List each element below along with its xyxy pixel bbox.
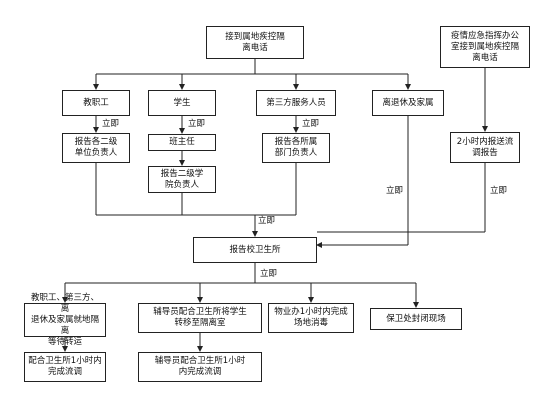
node-emergency-office: 疫情应急指挥办公 室接到属地疾控隔 离电话 xyxy=(440,26,530,68)
node-report-dept-head: 报告各所属 部门负责人 xyxy=(262,133,330,163)
node-counselor-transfer: 辅导员配合卫生所将学生 转移至隔离室 xyxy=(138,303,262,333)
node-security-seal: 保卫处封闭现场 xyxy=(370,308,462,330)
node-receive-notice: 接到属地疾控隔 离电话 xyxy=(206,26,304,59)
node-report-unit-head: 报告各二级 单位负责人 xyxy=(62,133,130,163)
node-third-party: 第三方服务人员 xyxy=(256,90,336,116)
label-immediately: 立即 xyxy=(258,216,276,226)
label-immediately: 立即 xyxy=(188,119,206,129)
node-report-2h: 2小时内报送流 调报告 xyxy=(450,132,520,163)
node-retired: 离退休及家属 xyxy=(372,90,444,116)
node-clinic-1h: 配合卫生所1小时内 完成流调 xyxy=(24,352,106,382)
label-immediately: 立即 xyxy=(386,186,404,196)
node-report-clinic: 报告校卫生所 xyxy=(193,237,317,263)
label-immediately: 立即 xyxy=(102,119,120,129)
label-immediately: 立即 xyxy=(302,119,320,129)
label-immediately: 立即 xyxy=(490,186,508,196)
node-class-teacher: 班主任 xyxy=(148,134,216,151)
label-immediately: 立即 xyxy=(260,269,278,279)
node-counselor-1h: 辅导员配合卫生所1小时 内完成流调 xyxy=(138,352,262,382)
node-isolate-wait: 教职工、第三方、离 退休及家属就地隔离 等待转运 xyxy=(24,293,106,347)
node-property-disinfect: 物业办1小时内完成 场地消毒 xyxy=(268,303,354,333)
node-student: 学生 xyxy=(148,90,216,116)
node-staff: 教职工 xyxy=(62,90,130,116)
node-report-college-head: 报告二级学 院负责人 xyxy=(148,166,216,193)
